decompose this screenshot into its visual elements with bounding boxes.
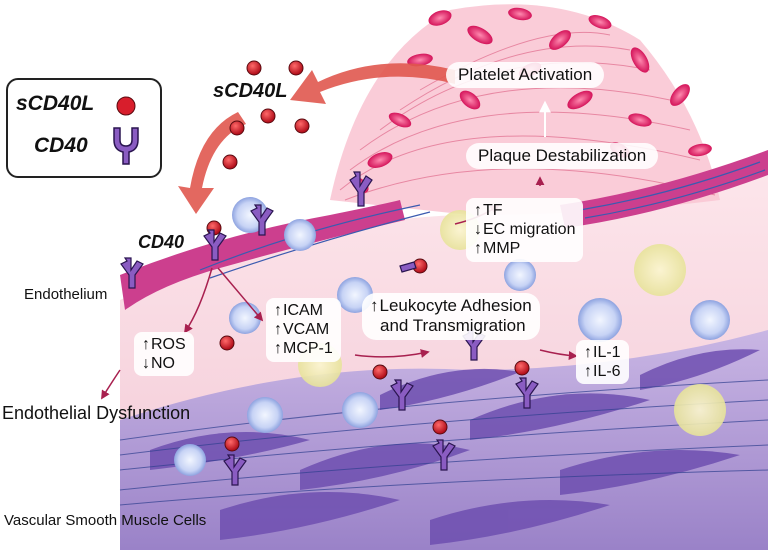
marker-text: ICAM — [283, 302, 323, 319]
marker-text: IL-6 — [593, 363, 621, 380]
marker-row: ↓EC migration — [474, 220, 575, 239]
marker-row: ↑ROS — [142, 335, 186, 354]
leukocyte-line2: and Transmigration — [380, 316, 526, 335]
vsmc-label: Vascular Smooth Muscle Cells — [4, 512, 206, 529]
up-arrow-icon: ↑ — [274, 340, 282, 357]
leukocyte-line1: Leukocyte Adhesion — [380, 296, 532, 315]
marker-text: IL-1 — [593, 344, 621, 361]
up-arrow-icon: ↑ — [584, 363, 592, 380]
plaque-markers-list: ↑TF ↓EC migration ↑MMP — [466, 198, 583, 262]
marker-row: ↓NO — [142, 354, 186, 373]
marker-row: ↑ICAM — [274, 301, 333, 320]
marker-text: VCAM — [283, 321, 329, 338]
up-arrow-icon: ↑ — [274, 302, 282, 319]
marker-row: ↑MMP — [474, 239, 575, 258]
up-arrow-icon: ↑ — [142, 336, 150, 353]
adhesion-markers-list: ↑ICAM ↑VCAM ↑MCP-1 — [266, 298, 341, 362]
marker-text: EC migration — [483, 221, 575, 238]
legend-box: sCD40L CD40 — [6, 78, 162, 178]
scd40l-label: sCD40L — [213, 80, 287, 103]
plaque-destabilization-label: Plaque Destabilization — [466, 143, 658, 169]
marker-row: ↑IL-6 — [584, 362, 621, 381]
up-arrow-icon: ↑ — [370, 296, 379, 315]
marker-row: ↑TF — [474, 201, 575, 220]
down-arrow-icon: ↓ — [142, 355, 150, 372]
endothelium-label: Endothelium — [24, 286, 107, 303]
ros-markers-list: ↑ROS ↓NO — [134, 332, 194, 376]
leukocyte-adhesion-label: ↑Leukocyte Adhesion and Transmigration — [362, 293, 540, 340]
legend-cd40-receptor-icon — [110, 124, 142, 166]
legend-cd40-label: CD40 — [34, 134, 88, 158]
cd40-label: CD40 — [138, 232, 184, 253]
platelet-activation-label: Platelet Activation — [446, 62, 604, 88]
up-arrow-icon: ↑ — [474, 240, 482, 257]
marker-row: ↑VCAM — [274, 320, 333, 339]
legend-scd40l-label: sCD40L — [16, 92, 94, 116]
marker-text: MMP — [483, 240, 520, 257]
marker-text: TF — [483, 202, 503, 219]
marker-text: NO — [151, 355, 175, 372]
marker-row: ↑IL-1 — [584, 343, 621, 362]
cytokine-markers-list: ↑IL-1 ↑IL-6 — [576, 340, 629, 384]
down-arrow-icon: ↓ — [474, 221, 482, 238]
marker-text: ROS — [151, 336, 186, 353]
marker-text: MCP-1 — [283, 340, 333, 357]
endothelial-dysfunction-label: Endothelial Dysfunction — [2, 403, 190, 424]
up-arrow-icon: ↑ — [584, 344, 592, 361]
up-arrow-icon: ↑ — [474, 202, 482, 219]
up-arrow-icon: ↑ — [274, 321, 282, 338]
legend-scd40l-dot-icon — [114, 94, 138, 118]
marker-row: ↑MCP-1 — [274, 339, 333, 358]
